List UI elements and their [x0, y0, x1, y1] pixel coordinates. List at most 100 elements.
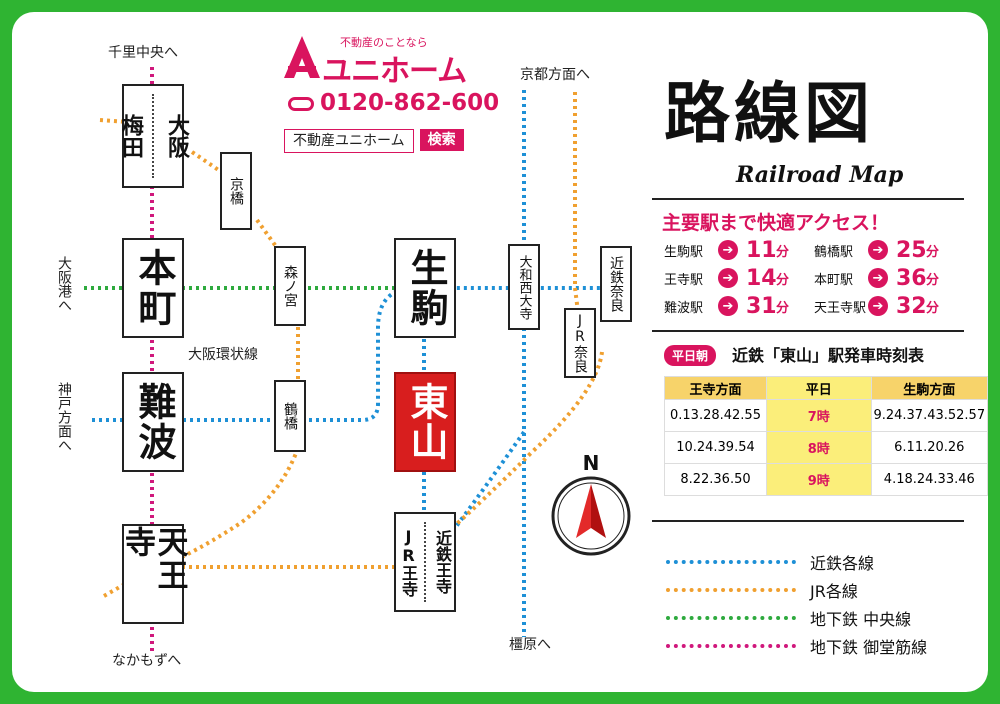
jr-west-line	[103, 578, 133, 598]
access-minutes: 31	[746, 293, 777, 319]
access-unit: 分	[926, 244, 940, 260]
access-minutes: 25	[896, 237, 927, 263]
station-kintetsu-nara[interactable]: 近鉄奈良	[600, 246, 632, 322]
route-map	[84, 67, 612, 652]
phone-number-text: 0120-862-600	[320, 90, 500, 116]
station-ikoma[interactable]: 生駒	[394, 238, 456, 338]
station-osaka-label: 大阪	[164, 114, 189, 158]
loop-line-label: 大阪環状線	[188, 347, 258, 363]
phone-icon	[288, 96, 314, 111]
kintetsu-oji-branch	[450, 430, 526, 534]
legend-swatch	[666, 588, 796, 592]
access-minutes: 14	[746, 265, 777, 291]
timetable: 王寺方面 平日 生駒方面 0.13.28.42.55 7時 9.24.37.43…	[664, 376, 988, 496]
phone-number[interactable]: 0120-862-600	[288, 90, 499, 116]
legend-swatch	[666, 560, 796, 564]
station-morinomiya-label: 森ノ宮	[282, 265, 298, 307]
station-kyobashi-label: 京橋	[228, 177, 244, 205]
timetable-header: 王寺方面	[664, 376, 767, 400]
access-minutes: 32	[896, 293, 927, 319]
timetable-hour: 7時	[765, 399, 872, 432]
arrow-right-icon: ➔	[868, 268, 888, 288]
access-unit: 分	[776, 300, 790, 316]
timetable-hour: 8時	[765, 431, 872, 464]
osaka-loop-line	[99, 118, 300, 559]
timetable-cell: 9.24.37.43.52.57	[870, 399, 988, 432]
access-unit: 分	[926, 272, 940, 288]
access-unit: 分	[926, 300, 940, 316]
station-kintetsu-oji-label: 近鉄王寺	[433, 530, 452, 594]
legend-swatch	[666, 616, 796, 620]
legend-swatch	[666, 644, 796, 648]
timetable-header-row: 王寺方面 平日 生駒方面	[664, 376, 988, 400]
direction-kobe: 神戸方面へ	[56, 382, 72, 452]
timetable-header: 平日	[765, 376, 872, 400]
divider	[652, 330, 964, 332]
page-subtitle: Railroad Map	[736, 162, 904, 188]
station-tennoji[interactable]: 天王寺	[119, 524, 188, 624]
page-title: 路線図	[664, 74, 874, 152]
divider	[652, 520, 964, 522]
access-item: 鶴橋駅 ➔ 25 分	[814, 237, 940, 263]
access-station: 王寺駅	[664, 272, 704, 288]
timetable-cell: 6.11.20.26	[870, 431, 988, 464]
station-yamato-saidaiji-label: 大和西大寺	[516, 254, 532, 320]
search-row: 不動産ユニホーム 検索	[284, 129, 464, 153]
station-tennoji-label: 天王寺	[119, 526, 188, 592]
jr-nara-line	[573, 92, 580, 313]
arrow-right-icon: ➔	[868, 240, 888, 260]
arrow-right-icon: ➔	[868, 296, 888, 316]
access-station: 難波駅	[664, 300, 704, 316]
search-button[interactable]: 検索	[419, 129, 464, 151]
direction-nakamozu: なかもずへ	[112, 653, 182, 669]
access-unit: 分	[776, 272, 790, 288]
jr-kansai-line	[440, 351, 604, 539]
access-item: 王寺駅 ➔ 14 分	[664, 265, 790, 291]
station-oji[interactable]: JR王寺 近鉄王寺	[394, 512, 456, 612]
station-ikoma-label: 生駒	[403, 248, 448, 328]
access-item: 本町駅 ➔ 36 分	[814, 265, 940, 291]
legend-label: 地下鉄 御堂筋線	[810, 638, 928, 657]
map-card: 梅田 大阪 京橋 森ノ宮 本町 難波 鶴橋 天王寺 生駒 東山 大和西大寺 近鉄…	[12, 12, 988, 692]
station-tsuruhashi[interactable]: 鶴橋	[274, 380, 306, 452]
timetable-badge: 平日朝	[664, 345, 717, 366]
station-honmachi-label: 本町	[131, 248, 176, 328]
access-minutes: 11	[746, 237, 777, 263]
access-minutes: 36	[896, 265, 927, 291]
logo-mark-icon	[284, 36, 320, 78]
station-kyobashi[interactable]: 京橋	[220, 152, 252, 230]
company-name: ユニホーム	[322, 54, 467, 89]
timetable-cell: 4.18.24.33.46	[870, 463, 988, 496]
station-morinomiya[interactable]: 森ノ宮	[274, 246, 306, 326]
access-title: 主要駅まで快適アクセス！	[662, 212, 890, 234]
table-row: 10.24.39.54 8時 6.11.20.26	[664, 431, 988, 464]
station-yamato-saidaiji[interactable]: 大和西大寺	[508, 244, 540, 330]
access-item: 生駒駅 ➔ 11 分	[664, 237, 790, 263]
station-jr-nara[interactable]: JR奈良	[564, 308, 596, 378]
station-umeda-osaka[interactable]: 梅田 大阪	[118, 84, 189, 188]
legend-label: 近鉄各線	[810, 554, 875, 573]
access-station: 天王寺駅	[814, 300, 867, 316]
station-namba-label: 難波	[131, 382, 176, 462]
search-text[interactable]: 不動産ユニホーム	[284, 129, 414, 153]
legend-item: 地下鉄 中央線	[666, 608, 912, 629]
station-jr-oji-label: JR王寺	[399, 527, 418, 597]
station-namba[interactable]: 難波	[122, 372, 184, 472]
legend-item: 近鉄各線	[666, 552, 875, 573]
access-station: 鶴橋駅	[814, 244, 854, 260]
table-row: 8.22.36.50 9時 4.18.24.33.46	[664, 463, 988, 496]
legend-label: JR各線	[810, 582, 858, 601]
legend-label: 地下鉄 中央線	[810, 610, 912, 629]
station-honmachi[interactable]: 本町	[122, 238, 184, 338]
direction-senri: 千里中央へ	[108, 45, 178, 61]
divider	[652, 198, 964, 200]
access-station: 生駒駅	[664, 244, 704, 260]
access-unit: 分	[776, 244, 790, 260]
legend-item: JR各線	[666, 580, 858, 601]
direction-osakako: 大阪港へ	[56, 256, 72, 312]
station-higashiyama[interactable]: 東山	[394, 372, 456, 472]
station-jr-nara-label: JR奈良	[572, 313, 588, 373]
station-kintetsu-nara-label: 近鉄奈良	[608, 256, 624, 312]
legend-item: 地下鉄 御堂筋線	[666, 636, 928, 657]
arrow-right-icon: ➔	[718, 240, 738, 260]
